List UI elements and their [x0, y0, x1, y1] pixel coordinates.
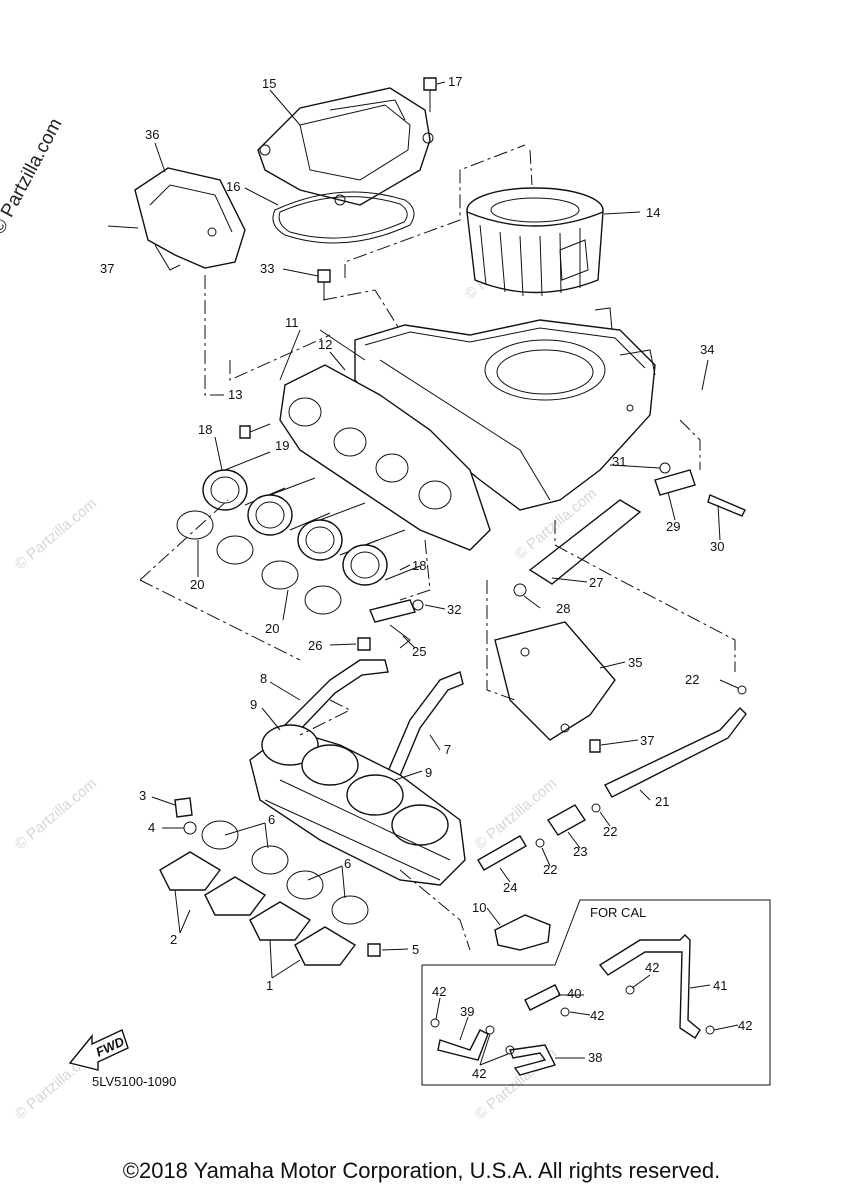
callout-9: 9 [425, 765, 432, 780]
callout-41: 41 [713, 978, 727, 993]
callout-18: 18 [412, 558, 426, 573]
assembly-lines [139, 144, 736, 951]
callout-4: 4 [148, 820, 155, 835]
callout-7: 7 [444, 742, 451, 757]
o-rings [201, 820, 369, 925]
callout-10: 10 [472, 900, 486, 915]
inset-title: FOR CAL [590, 905, 646, 920]
side-cover [107, 167, 246, 271]
callout-37: 37 [640, 733, 654, 748]
callout-1: 1 [266, 978, 273, 993]
gasket [272, 191, 415, 244]
drain-fitting [654, 462, 746, 517]
callout-33: 33 [260, 261, 274, 276]
callout-labels: 15 17 36 16 14 37 33 11 12 34 13 18 19 3… [100, 74, 752, 1081]
callout-2: 2 [170, 932, 177, 947]
screw [239, 423, 271, 439]
cal-inset: FOR CAL [421, 899, 771, 1086]
callout-28: 28 [556, 601, 570, 616]
faint-watermark: © Partzilla.com [12, 775, 100, 853]
callout-9: 9 [250, 697, 257, 712]
bolt [317, 269, 331, 300]
fwd-arrow: FWD [68, 1029, 129, 1071]
screw [589, 739, 601, 753]
callout-30: 30 [710, 539, 724, 554]
hose-fitting [357, 599, 424, 651]
callout-16: 16 [226, 179, 240, 194]
callout-5: 5 [412, 942, 419, 957]
callout-24: 24 [503, 880, 517, 895]
callout-11: 11 [285, 315, 299, 330]
copyright-notice: ©2018 Yamaha Motor Corporation, U.S.A. A… [122, 1158, 721, 1183]
callout-22: 22 [685, 672, 699, 687]
callout-14: 14 [646, 205, 660, 220]
callout-20: 20 [265, 621, 279, 636]
callout-21: 21 [655, 794, 669, 809]
callout-34: 34 [700, 342, 714, 357]
callout-18: 18 [198, 422, 212, 437]
callout-3: 3 [139, 788, 146, 803]
callout-13: 13 [228, 387, 242, 402]
callout-20: 20 [190, 577, 204, 592]
breather-hose [513, 499, 642, 597]
carburetor-assembly [249, 724, 466, 886]
diagram-code: 5LV5100-1090 [92, 1074, 177, 1089]
callout-39: 39 [460, 1004, 474, 1019]
callout-29: 29 [666, 519, 680, 534]
callout-12: 12 [318, 337, 332, 352]
callout-26: 26 [308, 638, 322, 653]
callout-36: 36 [145, 127, 159, 142]
callout-38: 38 [588, 1050, 602, 1065]
callout-42: 42 [738, 1018, 752, 1033]
callout-17: 17 [448, 74, 462, 89]
callout-42: 42 [590, 1008, 604, 1023]
callout-31: 31 [612, 454, 626, 469]
callout-22: 22 [543, 862, 557, 877]
faint-watermark: © Partzilla.com [12, 495, 100, 573]
callout-8: 8 [260, 671, 267, 686]
callout-23: 23 [573, 844, 587, 859]
callout-22: 22 [603, 824, 617, 839]
callout-40: 40 [567, 986, 581, 1001]
leader-lines [151, 81, 739, 979]
callout-32: 32 [447, 602, 461, 617]
callout-42: 42 [645, 960, 659, 975]
carburetor-hoses [284, 659, 464, 796]
callout-19: 19 [275, 438, 289, 453]
bracket [494, 621, 616, 741]
air-filter-case-cover [257, 77, 437, 206]
callout-37: 37 [100, 261, 114, 276]
callout-6: 6 [344, 856, 351, 871]
callout-35: 35 [628, 655, 642, 670]
fuel-hoses [477, 685, 747, 871]
callout-25: 25 [412, 644, 426, 659]
air-filter-element [466, 187, 604, 297]
carburetor-joints [202, 451, 421, 586]
clamps [176, 510, 342, 615]
vacuum-fitting [494, 914, 551, 951]
callout-27: 27 [589, 575, 603, 590]
plug-and-clip [174, 797, 197, 835]
joint-plate [279, 364, 491, 551]
intake-joints [159, 851, 381, 966]
callout-6: 6 [268, 812, 275, 827]
callout-42: 42 [472, 1066, 486, 1081]
callout-15: 15 [262, 76, 276, 91]
callout-42: 42 [432, 984, 446, 999]
